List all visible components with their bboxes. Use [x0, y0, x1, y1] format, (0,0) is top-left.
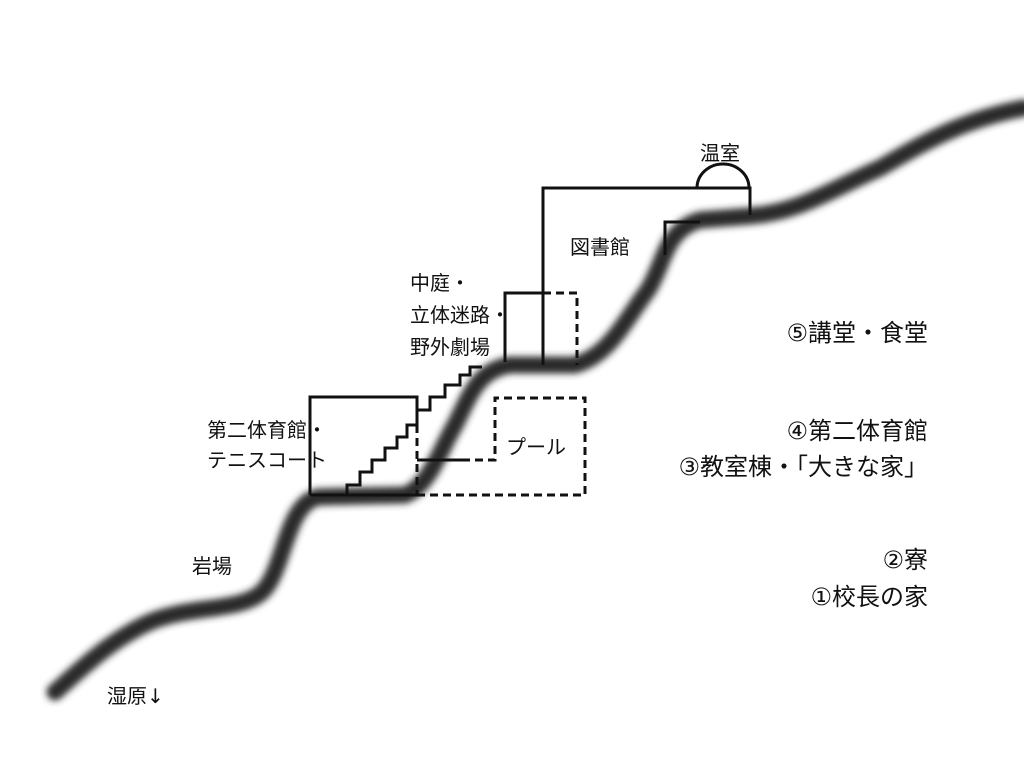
courtyard-dashed [543, 291, 579, 365]
stairs-upper [415, 365, 482, 425]
gym2-outline [308, 395, 419, 495]
label-pool: プール [506, 435, 566, 459]
label-wetland: 湿原↓ [107, 684, 164, 708]
label-greenhouse: 温室 [700, 141, 740, 165]
legend-4: ④第二体育館 [786, 417, 928, 445]
legend-5: ⑤講堂・食堂 [786, 319, 928, 347]
label-gym2-line1: 第二体育館・ [207, 418, 327, 442]
legend-3: ③教室棟・「大きな家」 [678, 453, 928, 481]
legend-2: ②寮 [882, 546, 928, 574]
label-rocks: 岩場 [192, 554, 232, 578]
library-wall [663, 220, 700, 255]
label-gym2-line2: テニスコート [207, 448, 327, 472]
label-library: 図書館 [570, 235, 630, 259]
stairs-lower [345, 423, 417, 495]
legend-1: ①校長の家 [810, 583, 928, 611]
label-courtyard-line2: 立体迷路・ [410, 303, 510, 327]
pool-outline [417, 396, 587, 497]
library-outline [541, 186, 752, 365]
terrain-ridge-line [46, 99, 1024, 701]
greenhouse-dome [695, 162, 751, 189]
label-courtyard-line1: 中庭・ [410, 271, 470, 295]
planned-outlines [415, 291, 587, 497]
courtyard-solid [503, 291, 543, 362]
building-outlines [308, 162, 752, 497]
label-courtyard-line3: 野外劇場 [410, 335, 490, 359]
